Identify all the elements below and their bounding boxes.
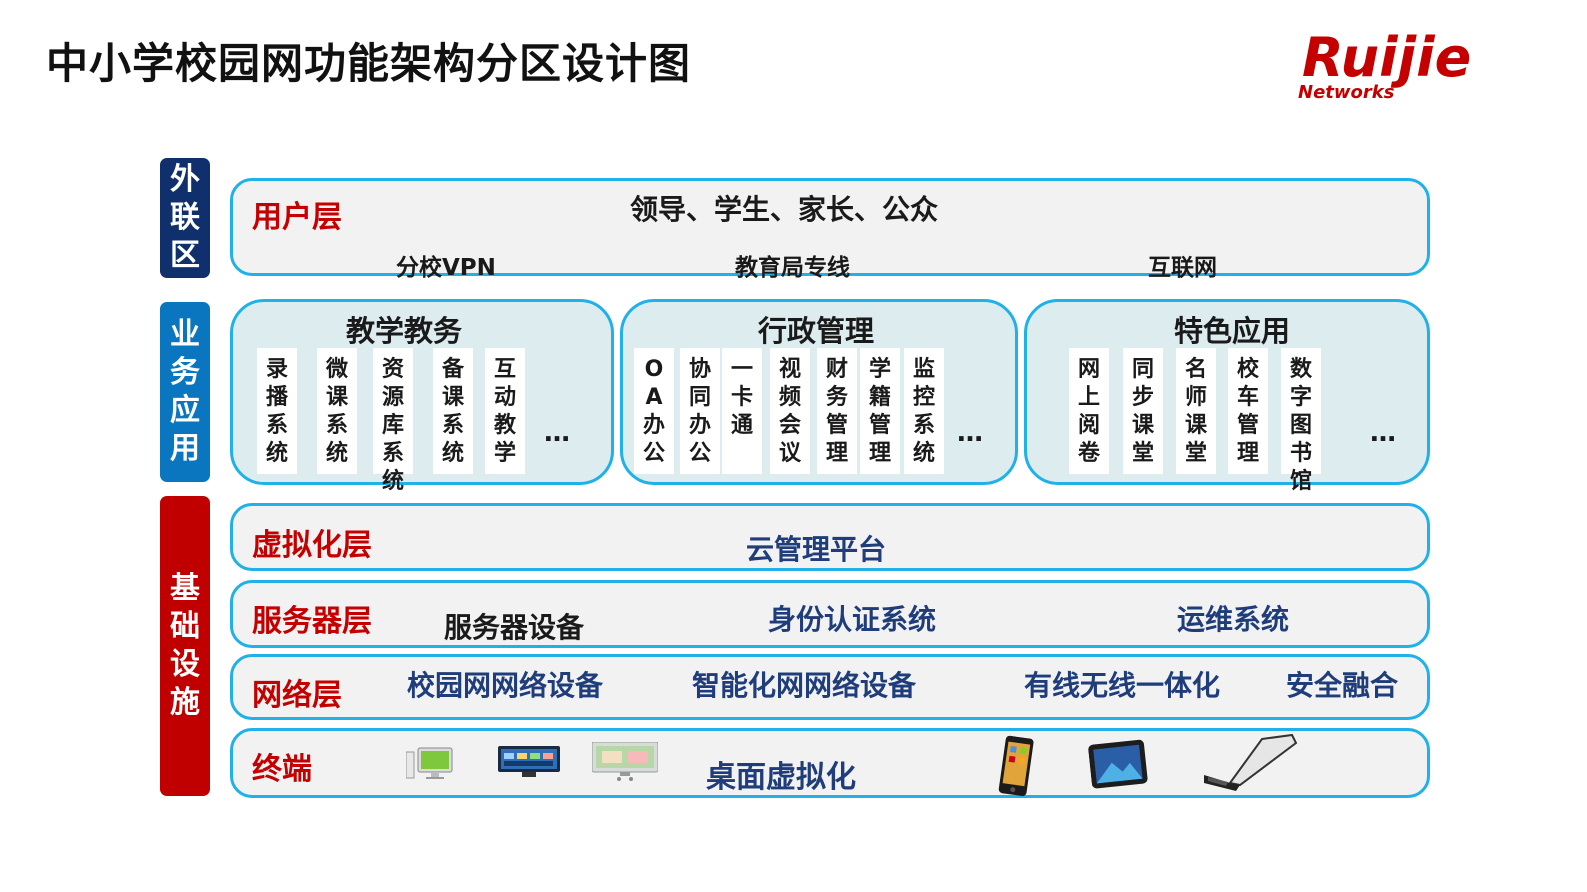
server-equipment: 服务器设备 <box>444 611 585 644</box>
panel-featured-title: 特色应用 <box>1174 314 1291 348</box>
ops-system: 运维系统 <box>1177 603 1290 636</box>
desktop-virtualization: 桌面虚拟化 <box>706 760 856 795</box>
app-item: 监控系统 <box>904 348 944 474</box>
virtual-layer-label: 虚拟化层 <box>252 528 372 563</box>
page-title: 中小学校园网功能架构分区设计图 <box>46 39 692 88</box>
app-item: 学籍管理 <box>860 348 900 474</box>
ruijie-logo: Ruijie Networks <box>1298 26 1533 106</box>
identity-auth-system: 身份认证系统 <box>768 603 937 636</box>
channel-edu-line: 教育局专线 <box>735 255 850 281</box>
panel-admin-title: 行政管理 <box>758 314 875 348</box>
app-item: 网上阅卷 <box>1069 348 1109 474</box>
user-layer-label: 用户层 <box>252 200 342 235</box>
zone-business: 业务应用 <box>160 302 210 482</box>
app-item: 微课系统 <box>317 348 357 474</box>
terminal-layer-label: 终端 <box>252 752 312 787</box>
app-item: 备课系统 <box>433 348 473 474</box>
desktop-pc-icon <box>406 746 454 780</box>
logo-subtitle: Networks <box>1298 82 1395 103</box>
app-item: 校车管理 <box>1228 348 1268 474</box>
app-item: 一卡通 <box>722 348 762 474</box>
panel-teaching-title: 教学教务 <box>346 314 463 348</box>
smart-network-equipment: 智能化网网络设备 <box>692 669 917 702</box>
channel-internet: 互联网 <box>1148 255 1217 281</box>
app-item: 互动教学 <box>485 348 525 474</box>
cloud-platform: 云管理平台 <box>746 533 887 566</box>
channel-vpn: 分校VPN <box>396 255 496 281</box>
more-indicator: … <box>957 418 985 448</box>
app-item: OA办公 <box>634 348 674 474</box>
more-indicator: … <box>544 418 572 448</box>
network-layer-label: 网络层 <box>252 678 342 713</box>
security-convergence: 安全融合 <box>1286 669 1399 702</box>
app-item: 视频会议 <box>770 348 810 474</box>
app-item: 数字图书馆 <box>1281 348 1321 494</box>
app-item: 同步课堂 <box>1123 348 1163 474</box>
server-layer-box <box>230 580 1430 648</box>
network-layer-box <box>230 654 1430 720</box>
app-item: 录播系统 <box>257 348 297 474</box>
server-layer-label: 服务器层 <box>252 604 372 639</box>
whiteboard-display-icon <box>592 742 658 782</box>
zone-external: 外联区 <box>160 158 210 278</box>
user-layer-box <box>230 178 1430 276</box>
monitor-screen-icon <box>498 746 560 778</box>
app-item: 协同办公 <box>680 348 720 474</box>
app-item: 财务管理 <box>817 348 857 474</box>
user-layer-headline: 领导、学生、家长、公众 <box>630 193 939 226</box>
app-item: 资源库系统 <box>373 348 413 494</box>
app-item: 名师课堂 <box>1176 348 1216 474</box>
smartphone-icon <box>998 735 1034 797</box>
zone-infrastructure: 基础设施 <box>160 496 210 796</box>
campus-network-equipment: 校园网网络设备 <box>407 669 604 702</box>
tablet-icon <box>1088 739 1148 790</box>
logo-wordmark: Ruijie <box>1302 26 1471 89</box>
virtual-layer-box <box>230 503 1430 571</box>
laptop-icon <box>1200 733 1300 795</box>
more-indicator: … <box>1370 418 1398 448</box>
wired-wireless-integration: 有线无线一体化 <box>1024 669 1221 702</box>
